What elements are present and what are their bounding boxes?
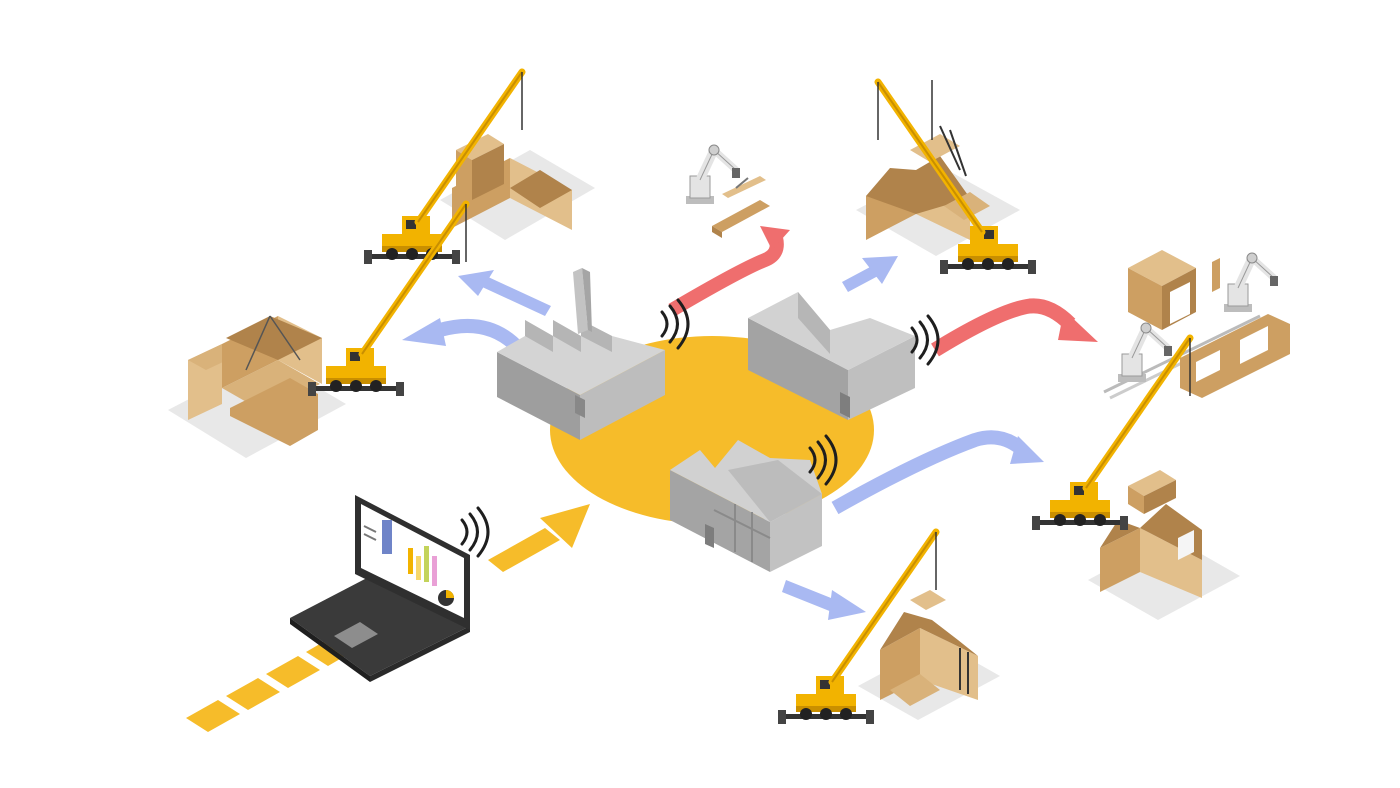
signal-icon [460, 506, 490, 558]
site-left [168, 204, 466, 458]
flow-arrow-to-robot-beam [668, 226, 790, 317]
flow-arrow-to-site-top-right [842, 256, 898, 292]
flow-arrow-to-site-bottom [782, 580, 866, 620]
laptop-chart-icon [290, 495, 470, 682]
site-top-left [364, 72, 595, 264]
robot-arm-icon [1224, 253, 1278, 312]
flow-arrow-to-site-left [402, 318, 526, 355]
flow-arrow-to-robot-panels [931, 298, 1098, 357]
flow-arrow-to-site-top-left [458, 270, 551, 316]
site-bottom [778, 532, 1000, 724]
signal-icon [910, 314, 940, 366]
site-right [1032, 338, 1240, 620]
factory-gable-icon [748, 292, 915, 420]
robot-beam-cell [686, 145, 770, 238]
flow-arrow-to-site-right [831, 430, 1044, 515]
robot-panels-cell [1103, 250, 1290, 400]
factory-panel-icon [670, 440, 822, 572]
site-top-right [856, 80, 1036, 274]
crane-icon [308, 204, 466, 396]
factory-sawtooth-icon [497, 268, 665, 440]
